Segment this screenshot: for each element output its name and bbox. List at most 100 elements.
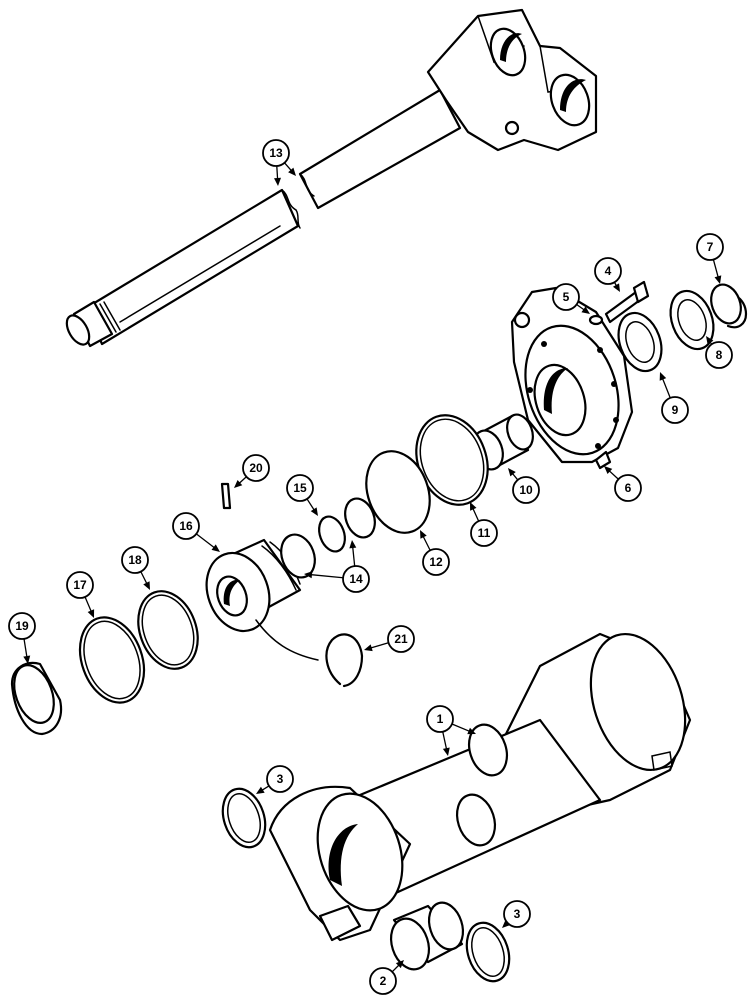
bushing-and-pin-rings	[221, 787, 511, 983]
callout-leader	[306, 498, 316, 512]
callout-leader	[661, 377, 671, 399]
callout-circle	[172, 512, 200, 540]
callout-leader	[471, 507, 480, 522]
callout-arrowhead	[143, 581, 150, 590]
callout-number: 12	[429, 555, 443, 569]
callout-14: 14	[304, 540, 370, 593]
bushing-and-rings	[365, 413, 534, 534]
callout-number: 9	[672, 403, 679, 417]
callout-leader	[84, 596, 93, 613]
callout-circle	[422, 548, 450, 576]
callout-number: 14	[349, 572, 363, 586]
callout-arrowhead	[256, 786, 265, 794]
callout-number: 21	[394, 632, 408, 646]
callout-circle	[66, 571, 94, 599]
rod-guide	[510, 286, 634, 470]
callout-circle	[262, 139, 290, 167]
callout-number: 19	[15, 619, 29, 633]
callout-arrowhead	[274, 177, 282, 186]
callout-12: 12	[420, 530, 450, 576]
callout-arrowhead	[442, 747, 450, 756]
callout-9: 9	[659, 372, 689, 424]
callout-number: 3	[277, 772, 284, 786]
callout-leader	[140, 571, 148, 585]
callout-leader	[422, 535, 431, 551]
callout-17: 17	[66, 571, 95, 618]
callout-circle	[614, 474, 642, 502]
callout-arrowhead	[659, 372, 667, 381]
callout-21: 21	[364, 625, 415, 653]
callout-number: 2	[380, 974, 387, 988]
callout-number: 13	[269, 146, 283, 160]
callout-number: 1	[437, 712, 444, 726]
callout-3: 3	[256, 765, 294, 794]
callout-arrowhead	[304, 571, 313, 579]
callout-leader	[195, 533, 216, 549]
callout-arrowhead	[349, 540, 357, 549]
callout-number: 8	[716, 348, 723, 362]
callout-number: 10	[519, 483, 533, 497]
callout-circle	[286, 474, 314, 502]
callout-arrowhead	[467, 727, 476, 735]
callout-arrowhead	[211, 544, 220, 552]
callout-3: 3	[502, 900, 531, 928]
callout-circle	[705, 341, 733, 369]
callout-arrowhead	[581, 306, 590, 314]
callout-circle	[661, 396, 689, 424]
callout-number: 5	[563, 290, 570, 304]
callout-circle	[342, 565, 370, 593]
callout-circle	[121, 546, 149, 574]
piston-rod	[65, 8, 598, 348]
callout-arrowhead	[612, 283, 620, 292]
callout-arrowhead	[310, 507, 318, 516]
callout-leader	[309, 573, 344, 579]
callout-leader	[23, 638, 28, 659]
wear-rings	[10, 590, 364, 736]
callout-leader	[451, 723, 471, 733]
callout-7: 7	[696, 233, 724, 284]
callout-arrowhead	[87, 609, 95, 618]
callout-leader	[351, 545, 356, 567]
callout-11: 11	[470, 502, 498, 547]
callout-circle	[8, 612, 36, 640]
callout-number: 17	[73, 578, 87, 592]
callout-arrowhead	[234, 480, 243, 488]
callout-arrowhead	[395, 960, 404, 969]
callout-arrowhead	[23, 655, 31, 664]
callout-circle	[503, 900, 531, 928]
callout-leader	[712, 259, 720, 279]
callout-number: 16	[179, 519, 193, 533]
callout-arrowhead	[706, 336, 714, 345]
callout-arrowhead	[714, 275, 722, 284]
callout-arrowhead	[364, 644, 373, 652]
callout-circle	[552, 283, 580, 311]
callout-number: 6	[625, 481, 632, 495]
callout-arrowhead	[502, 919, 511, 928]
callout-1: 1	[426, 705, 476, 756]
callout-20: 20	[234, 454, 270, 488]
seals-upper	[617, 283, 748, 373]
cylinder-barrel	[268, 632, 692, 942]
callout-leader	[607, 469, 619, 480]
callout-arrowhead	[470, 502, 477, 511]
callout-number: 7	[707, 240, 714, 254]
callout-circle	[594, 257, 622, 285]
piston-assembly	[205, 482, 376, 661]
callout-15: 15	[286, 474, 318, 516]
callout-number: 11	[478, 526, 491, 540]
callout-circle	[387, 625, 415, 653]
callout-13: 13	[262, 139, 296, 186]
callout-leader	[442, 731, 448, 751]
callout-circle	[369, 967, 397, 995]
callout-2: 2	[369, 960, 404, 995]
callout-18: 18	[121, 546, 150, 590]
callout-arrowhead	[508, 468, 516, 477]
callout-arrowhead	[420, 530, 427, 539]
callout-8: 8	[705, 336, 733, 369]
callout-number: 15	[293, 481, 307, 495]
callout-circle	[512, 476, 540, 504]
callout-10: 10	[508, 468, 540, 504]
callout-arrowhead	[288, 167, 296, 176]
